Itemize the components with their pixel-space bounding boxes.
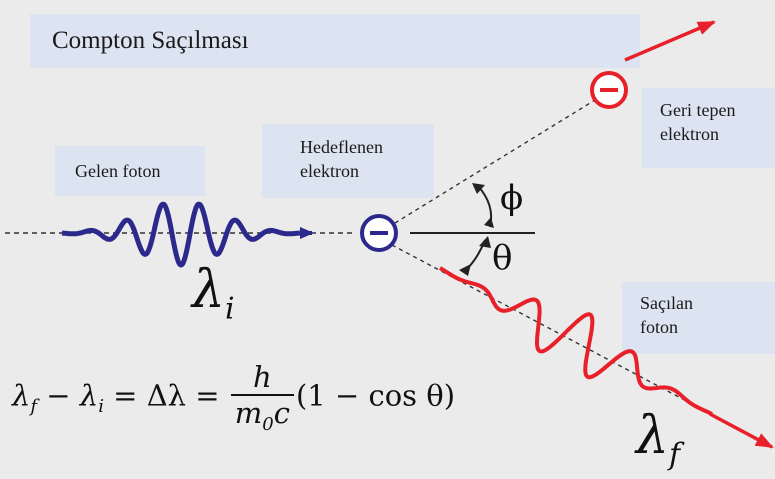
- incoming-photon-label: Gelen foton: [55, 146, 205, 196]
- theta-arc-head-bottom: [459, 264, 471, 276]
- recoil-electron-label-line2: elektron: [660, 124, 719, 144]
- scattered-photon-label: Saçılan foton: [622, 282, 775, 354]
- lambda-i-label: λi: [192, 260, 235, 326]
- formula-denominator-sub: 0: [262, 413, 274, 435]
- scattered-photon-label-line1: Saçılan: [640, 293, 693, 313]
- formula-lhs-lambda: λ: [12, 378, 31, 413]
- formula-tail: (1 − cos θ): [295, 378, 456, 413]
- theta-arc-head-top: [479, 236, 491, 248]
- scattered-photon-wave: [438, 266, 713, 416]
- recoil-electron-label: Geri tepen elektron: [642, 88, 775, 168]
- phi-arc-head-bottom: [484, 217, 494, 228]
- lambda-i-subscript: i: [224, 291, 235, 327]
- target-electron-label-line2: elektron: [300, 161, 359, 181]
- lambda-f-label: λf: [636, 406, 680, 472]
- formula-denominator: m0c: [231, 396, 294, 435]
- lambda-f-glyph: λ: [636, 406, 669, 466]
- formula-mid-sub: i: [98, 396, 104, 418]
- incoming-photon-wave: [60, 201, 302, 268]
- scattered-photon-label-line2: foton: [640, 317, 678, 337]
- formula-numerator: h: [230, 360, 294, 396]
- lambda-i-glyph: λ: [192, 260, 225, 320]
- formula-denominator-m: m: [234, 396, 263, 430]
- formula-mid-lambda: λ: [79, 378, 99, 413]
- scattered-photon-arrow: [709, 412, 774, 449]
- recoil-electron-label-line1: Geri tepen: [660, 100, 736, 120]
- recoil-electron-arrow: [624, 20, 716, 62]
- phi-arc-head-top: [472, 183, 485, 194]
- diagram-title: Compton Saçılması: [30, 14, 640, 68]
- formula-equals-delta: = Δλ =: [103, 378, 229, 413]
- lambda-f-subscript: f: [668, 437, 681, 473]
- formula-lhs-sub: f: [30, 396, 38, 418]
- formula-minus: −: [37, 378, 80, 413]
- target-electron-label: Hedeflenen elektron: [262, 124, 434, 198]
- theta-symbol: θ: [492, 238, 513, 278]
- recoil-path-line: [394, 99, 596, 224]
- target-electron-label-line1: Hedeflenen: [300, 137, 383, 157]
- formula-denominator-c: c: [273, 396, 290, 430]
- phi-symbol: ϕ: [500, 178, 524, 218]
